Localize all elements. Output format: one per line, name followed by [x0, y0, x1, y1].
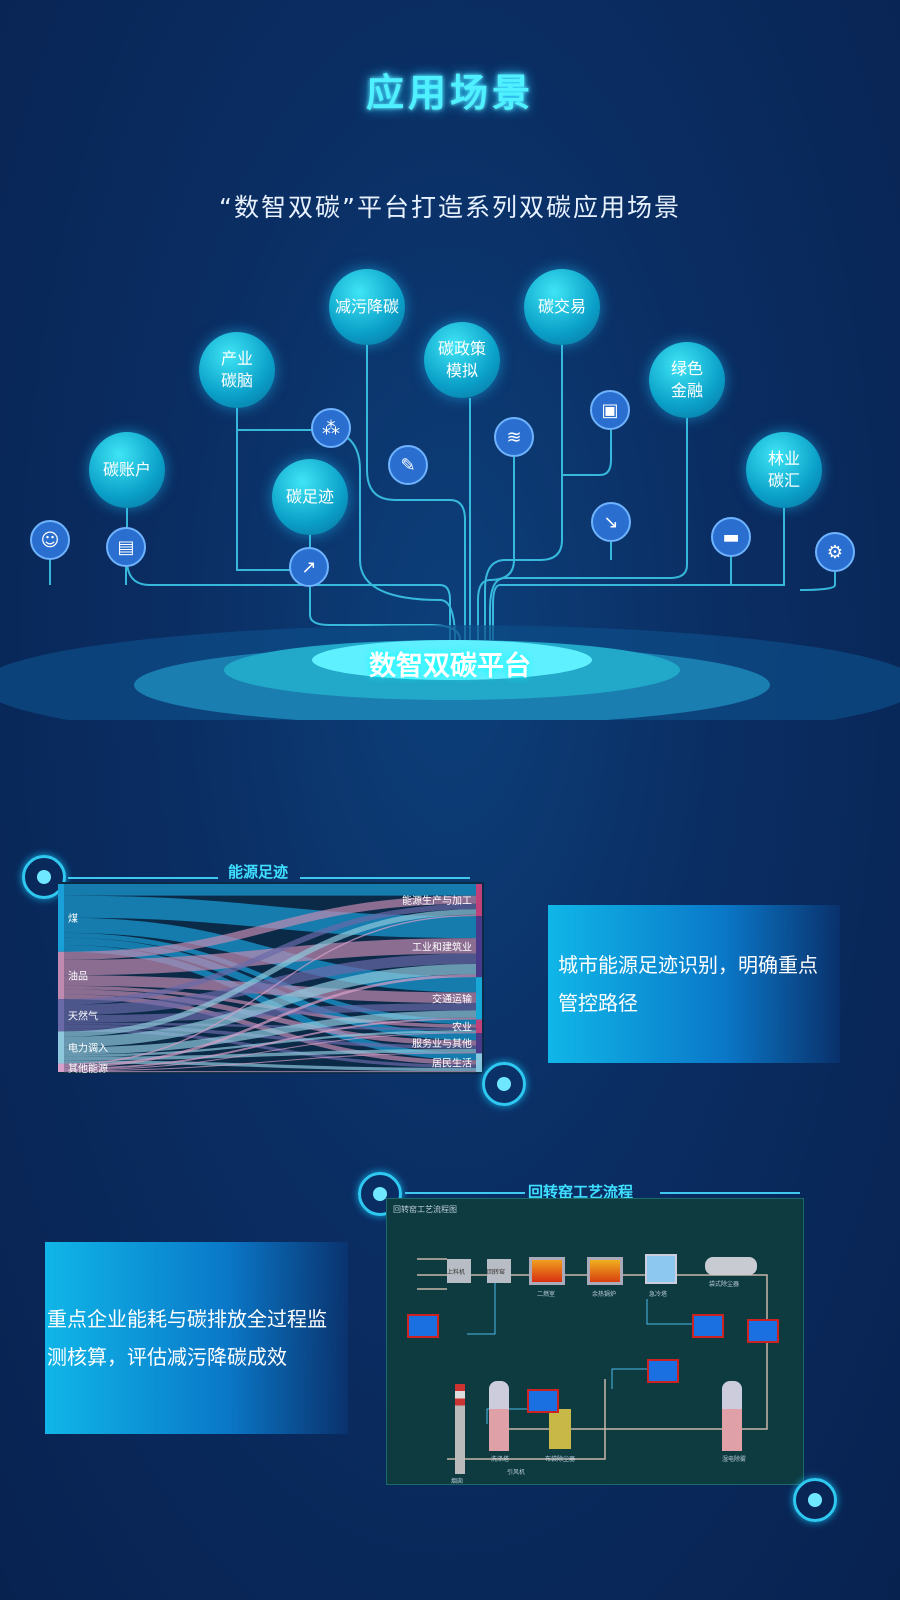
- page-title: 应用场景: [365, 71, 534, 115]
- chart-up-icon: ↗: [289, 547, 329, 587]
- scenario-carbon-account[interactable]: 碳账户: [89, 432, 165, 508]
- sankey-target-node: [476, 884, 482, 917]
- sankey-flow: [63, 953, 477, 1016]
- pen-icon: ✎: [388, 445, 428, 485]
- pump-tank: [747, 1319, 779, 1343]
- sankey-flow: [63, 1003, 477, 1023]
- kiln-caption-box: 重点企业能耗与碳排放全过程监测核算，评估减污降碳成效: [45, 1242, 348, 1434]
- scenario-pollution-carbon-reduction[interactable]: 减污降碳: [329, 269, 405, 345]
- pump-tank: [647, 1359, 679, 1383]
- unit-bag-dust-collector: [549, 1409, 571, 1449]
- sankey-target-label: 工业和建筑业: [412, 941, 472, 954]
- pump-tank: [527, 1389, 559, 1413]
- sankey-flow: [63, 1017, 477, 1070]
- sankey-source-node: [58, 999, 64, 1032]
- sankey-flow: [63, 895, 477, 939]
- sankey-source-node: [58, 1031, 64, 1064]
- download-chart-icon: ↘: [591, 502, 631, 542]
- sankey-flow: [63, 974, 477, 1068]
- sankey-target-label: 交通运输: [432, 992, 472, 1005]
- sankey-flow: [63, 963, 477, 1048]
- sankey-target-label: 居民生活: [432, 1057, 472, 1070]
- sankey-flow: [63, 909, 477, 1037]
- sankey-source-label: 其他能源: [68, 1062, 108, 1074]
- energy-caption: 城市能源足迹识别，明确重点管控路径: [558, 953, 818, 1015]
- sankey-flow: [63, 903, 477, 1005]
- scenario-carbon-footprint[interactable]: 碳足迹: [272, 459, 348, 535]
- sankey-source-node: [58, 884, 64, 952]
- layers-icon: ≋: [494, 417, 534, 457]
- sankey-flow: [63, 895, 477, 960]
- presentation-icon: ▤: [106, 527, 146, 567]
- sankey-source-node: [58, 951, 64, 1000]
- sankey-flow: [63, 1048, 477, 1061]
- sankey-flow: [63, 1032, 477, 1071]
- unit-wet-esp: [722, 1381, 742, 1451]
- scenario-forestry-carbon-sink[interactable]: 林业 碳汇: [746, 432, 822, 508]
- sankey-source-label: 油品: [68, 969, 88, 982]
- platform-label: 数智双碳平台: [369, 651, 531, 682]
- gear-icon: ⚙: [815, 532, 855, 572]
- sankey-target-node: [476, 1019, 482, 1034]
- kiln-panel-title: 回转窑工艺流程: [528, 1183, 634, 1201]
- corner-ring-decoration: [482, 1062, 526, 1106]
- energy-panel-title: 能源足迹: [228, 863, 289, 881]
- unit-secondary-chamber: [529, 1257, 565, 1285]
- kiln-diagram-subtitle: 回转窑工艺流程图: [393, 1205, 457, 1214]
- unit-scrubber: [489, 1381, 509, 1451]
- sankey-target-node: [476, 916, 482, 978]
- scenario-carbon-trading[interactable]: 碳交易: [524, 269, 600, 345]
- user-icon: ☺: [30, 520, 70, 560]
- pump-tank: [407, 1314, 439, 1338]
- sankey-flow: [63, 1010, 477, 1055]
- unit-quench-tower: [645, 1254, 677, 1284]
- unit-feeder: 上料机: [447, 1259, 471, 1283]
- scenario-carbon-policy-simulation[interactable]: 碳政策 模拟: [424, 322, 500, 398]
- platform-base: [0, 625, 900, 720]
- kiln-caption: 重点企业能耗与碳排放全过程监测核算，评估减污降碳成效: [47, 1307, 327, 1369]
- frame-line: [68, 877, 218, 879]
- sankey-target-node: [476, 977, 482, 1020]
- sankey-target-label: 服务业与其他: [412, 1037, 472, 1050]
- process-pipes: [417, 1258, 768, 1460]
- scenario-industry-carbon-brain[interactable]: 产业 碳脑: [199, 332, 275, 408]
- sankey-target-label: 农业: [452, 1020, 472, 1033]
- pump-tank: [692, 1314, 724, 1338]
- sankey-target-label: 能源生产与加工: [402, 894, 472, 907]
- unit-bag-filter: [705, 1257, 757, 1275]
- sankey-flow: [63, 914, 477, 1065]
- kiln-process-diagram: 回转窑工艺流程图 上料机 回转窑 二燃室 余热锅炉 急冷塔 袋式除尘器 洗涤塔 …: [386, 1198, 804, 1485]
- sankey-flow: [63, 1022, 477, 1031]
- sankey-flow: [63, 1028, 477, 1068]
- drive-icon: ▬: [711, 517, 751, 557]
- frame-line: [405, 1192, 525, 1194]
- frame-line: [300, 877, 470, 879]
- sankey-source-label: 煤: [68, 912, 78, 925]
- unit-chimney: [455, 1384, 465, 1474]
- unit-rotary-kiln: 回转窑: [487, 1259, 511, 1283]
- sankey-target-node: [476, 1033, 482, 1054]
- corner-ring-decoration: [358, 1172, 402, 1216]
- frame-line: [660, 1192, 800, 1194]
- briefcase-icon: ▣: [590, 390, 630, 430]
- sankey-source-label: 电力调入: [68, 1041, 108, 1054]
- unit-waste-heat-boiler: [587, 1257, 623, 1285]
- network-icon: ⁂: [311, 408, 351, 448]
- sankey-source-node: [58, 1063, 64, 1072]
- page-subtitle: “数智双碳”平台打造系列双碳应用场景: [219, 193, 681, 222]
- corner-ring-decoration: [793, 1478, 837, 1522]
- energy-caption-box: 城市能源足迹识别，明确重点管控路径: [548, 905, 840, 1063]
- scenario-green-finance[interactable]: 绿色 金融: [649, 342, 725, 418]
- sankey-target-node: [476, 1053, 482, 1072]
- corner-ring-decoration: [22, 855, 66, 899]
- sankey-flow: [63, 1052, 477, 1072]
- sankey-source-label: 天然气: [68, 1009, 98, 1022]
